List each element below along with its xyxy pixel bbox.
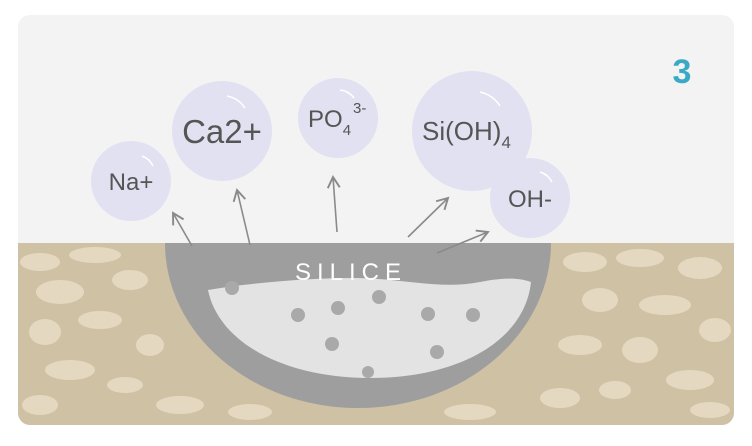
bubble-highlight [141,155,154,167]
bubble-na [91,141,171,221]
bubble-highlight [226,95,246,109]
bubble-ca [172,81,272,181]
po4-superscript: 3- [353,100,366,117]
silica-label: SILICE [295,259,407,286]
po4-subscript: 4 [343,122,351,139]
ion-na: Na+ [91,141,171,221]
arrow-ca [232,188,251,246]
step-number: 3 [673,53,692,91]
release-arrows [172,175,490,254]
ion-oh: OH- [490,158,570,238]
ion-ca: Ca2+ [172,81,272,181]
arrow-po4 [326,175,341,233]
particle-core [208,278,531,378]
ion-ca-label: Ca2+ [182,113,262,150]
bubble-sioh [412,71,532,191]
sioh-subscript: 4 [501,133,510,152]
ion-sioh-label: Si(OH)4 [422,116,511,152]
ion-oh-label: OH- [508,186,552,213]
po4-base: PO [308,106,343,133]
sioh-base: Si(OH) [422,116,501,146]
ion-po4-label: PO43- [308,100,366,139]
arrow-sioh [407,196,450,238]
bubble-highlight [339,89,355,99]
ion-sioh: Si(OH)4 [412,71,532,191]
arrow-oh [436,229,490,254]
arrow-na [172,211,193,247]
ion-na-label: Na+ [109,169,154,196]
bubble-highlight [539,171,553,183]
bubble-highlight [479,91,501,107]
bubble-po4 [298,78,378,158]
core-dots [225,281,480,378]
dissolving-particle [165,243,551,408]
ion-po4: PO43- [298,78,378,158]
